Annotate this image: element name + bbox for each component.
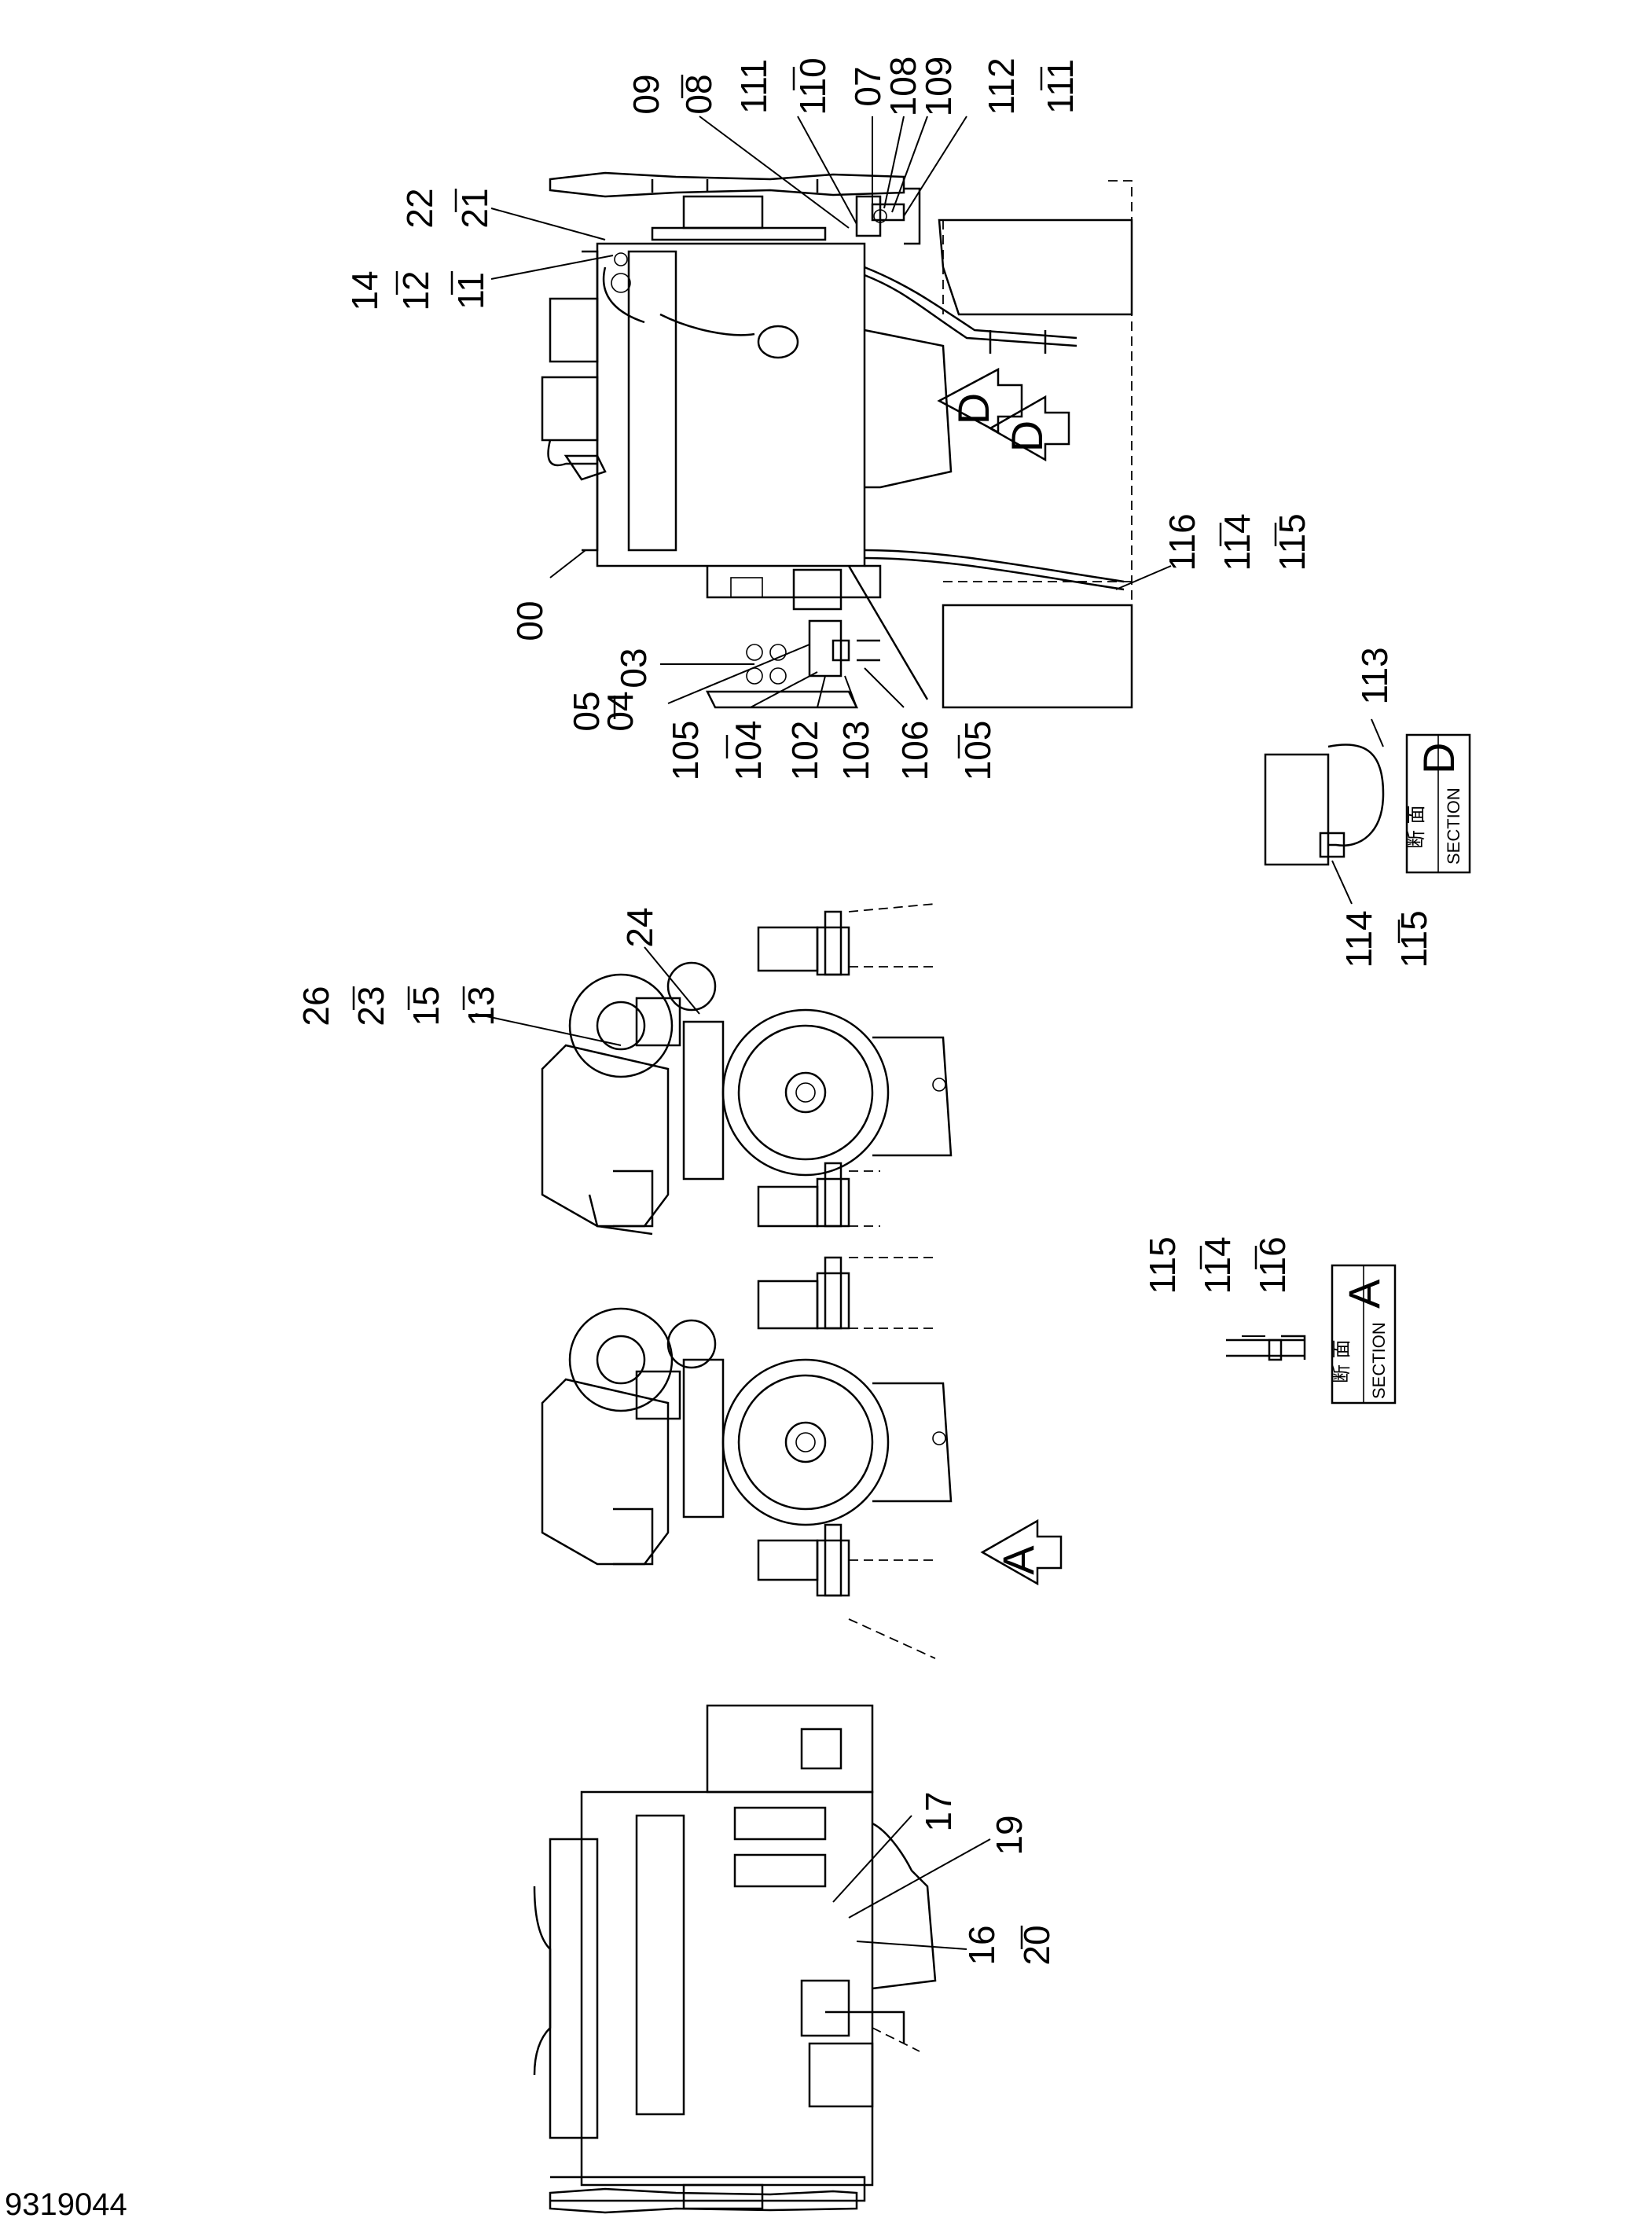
section-d-detail: 断 面 SECTION D [1264, 733, 1471, 874]
leader-lines [475, 116, 1384, 1950]
front-view-upper [541, 903, 953, 1236]
fan-top [549, 171, 905, 241]
callout-14: 14 [344, 270, 385, 310]
callout-05-04-b: 04 [600, 691, 641, 731]
front-view-lower [541, 1256, 953, 1659]
callout-00: 00 [509, 600, 550, 641]
engine-block-top [541, 242, 953, 611]
callout-12: 12 [395, 270, 436, 310]
callout-112: 112 [981, 57, 1022, 115]
callout-22: 22 [399, 188, 440, 228]
callout-114-a: 114 [1197, 1236, 1238, 1294]
callout-16: 16 [961, 1925, 1002, 1965]
callout-108: 108 [883, 57, 923, 117]
view-arrow-label: D [1002, 420, 1052, 452]
view-arrow-a: A [980, 1518, 1063, 1586]
callout-20: 20 [1016, 1925, 1057, 1965]
callout-109: 109 [918, 57, 959, 117]
top-engine-view: D D [541, 171, 1133, 709]
middle-engine-views: A [541, 903, 1063, 1659]
callout-05-04: 05 [566, 691, 607, 731]
callouts: 00 05 04 03 105 104 102 103 106 [296, 57, 1434, 1966]
callout-114: 114 [1217, 513, 1257, 571]
callout-11: 11 [450, 272, 491, 310]
callout-dashes [352, 67, 1401, 1949]
callout-105: 105 [665, 721, 706, 781]
section-a-en: SECTION [1369, 1322, 1389, 1399]
callout-106: 106 [894, 721, 935, 781]
callout-17: 17 [918, 1791, 959, 1831]
callout-115-d: 115 [1393, 910, 1434, 968]
callout-102: 102 [784, 721, 825, 781]
section-a-jp: 断 面 [1331, 1339, 1353, 1383]
callout-24: 24 [619, 907, 660, 947]
view-arrow-d-1: D [937, 367, 1023, 435]
callout-07: 07 [847, 66, 888, 106]
bottom-engine-view [533, 1704, 937, 2214]
section-d-en: SECTION [1444, 788, 1463, 865]
drawing-number: 9319044 [5, 2187, 127, 2222]
section-d-jp: 断 面 [1405, 805, 1427, 849]
callout-111-b: 111 [1040, 59, 1081, 114]
callout-13: 13 [461, 986, 501, 1026]
callout-115: 115 [1272, 513, 1312, 571]
section-a-detail: 断 面 SECTION A [1226, 1264, 1397, 1405]
section-d-letter: D [1414, 743, 1463, 774]
callout-23: 23 [351, 986, 391, 1026]
callout-19: 19 [989, 1815, 1030, 1855]
callout-113: 113 [1354, 647, 1395, 704]
callout-08: 08 [678, 74, 719, 114]
callout-21: 21 [454, 188, 495, 228]
view-arrow-label: D [949, 393, 998, 424]
callout-09: 09 [626, 74, 666, 114]
callout-115-a: 115 [1142, 1236, 1183, 1294]
callout-103: 103 [835, 721, 876, 781]
callout-104: 104 [728, 721, 769, 781]
callout-116-a: 116 [1252, 1236, 1293, 1294]
callout-114-d: 114 [1338, 910, 1379, 968]
view-arrow-label: A [993, 1545, 1043, 1575]
callout-03: 03 [613, 648, 654, 688]
callout-116: 116 [1162, 513, 1202, 571]
callout-15: 15 [406, 986, 446, 1026]
callout-111: 111 [733, 59, 774, 114]
section-a-letter: A [1339, 1279, 1389, 1309]
callout-26: 26 [296, 986, 336, 1026]
callout-110: 110 [792, 57, 833, 115]
mount-bracket-top [855, 187, 921, 245]
callout-105-b: 105 [957, 721, 998, 781]
view-arrow-d-2: D [988, 395, 1070, 462]
